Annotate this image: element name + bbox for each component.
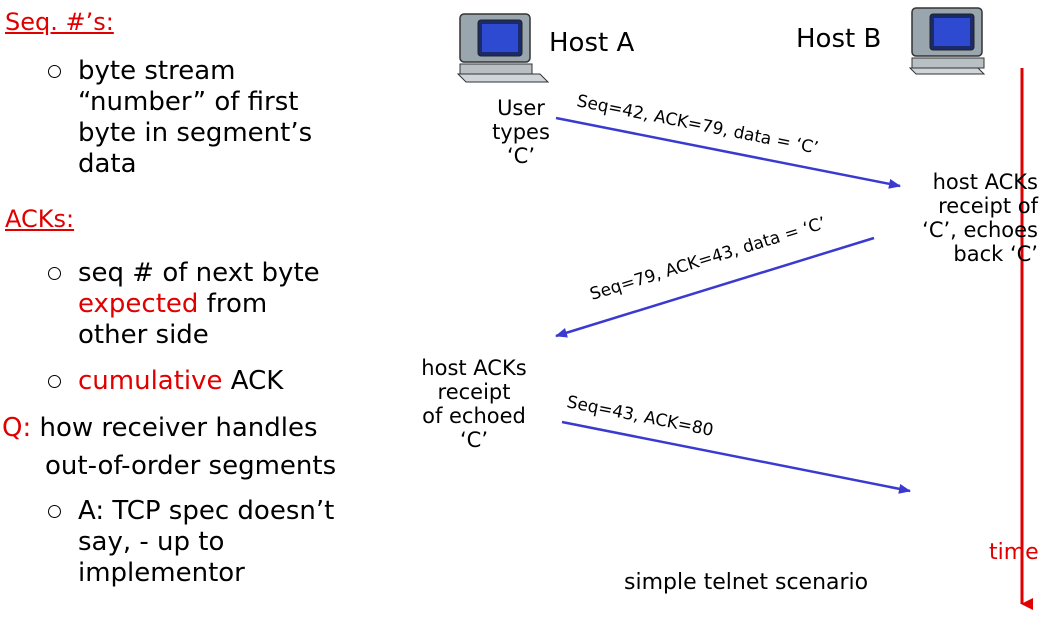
expected-word: expected (78, 289, 199, 319)
bullet-icon (48, 375, 61, 388)
note-line: ‘C’ (506, 144, 535, 168)
bullet-icon (48, 267, 61, 280)
time-label: time (989, 540, 1039, 565)
segment-arrow-2 (555, 236, 875, 338)
note-line: host ACKs (421, 356, 527, 380)
ack-bullet-next-byte: seq # of next byte expected from other s… (48, 258, 320, 351)
segment-arrow-1 (555, 116, 901, 189)
segment-arrow-3 (561, 420, 911, 494)
note-line: back ‘C’ (953, 242, 1038, 266)
host-b-ack-note: host ACKs receipt of ‘C’, echoes back ‘C… (890, 170, 1038, 266)
segment-label-1: Seq=42, ACK=79, data = ‘C’ (575, 91, 820, 158)
host-b-label: Host B (796, 24, 882, 54)
note-line: receipt (437, 380, 511, 404)
host-b-computer-icon (908, 7, 986, 75)
answer-line: implementor (78, 558, 245, 588)
acks-heading: ACKs: (5, 205, 75, 233)
seq-bullet-line: data (78, 149, 137, 179)
seq-bullet-line: “number” of first (78, 87, 299, 117)
note-line: host ACKs (932, 170, 1038, 194)
note-line: receipt of (938, 194, 1038, 218)
host-a-ack-note: host ACKs receipt of echoed ‘C’ (412, 356, 536, 452)
ack-word: ACK (222, 366, 284, 396)
note-line: ‘C’, echoes (922, 218, 1038, 242)
answer-line: say, - up to (78, 527, 225, 557)
segment-label-3: Seq=43, ACK=80 (565, 392, 715, 441)
answer-line: A: TCP spec doesn’t (78, 496, 335, 526)
answer-bullet: A: TCP spec doesn’t say, - up to impleme… (48, 496, 335, 589)
diagram-caption: simple telnet scenario (624, 570, 869, 595)
ack-bullet-line: seq # of next byte (78, 258, 320, 288)
question-line: how receiver handles (31, 413, 318, 443)
question: Q: how receiver handles (2, 413, 318, 444)
segment-label-2: Seq=79, ACK=43, data = ‘C’ (588, 213, 829, 304)
note-line: User (497, 96, 545, 120)
seq-heading: Seq. #’s: (5, 8, 114, 36)
seq-bullet-line: byte stream (78, 56, 236, 86)
question-line-2: out-of-order segments (45, 451, 337, 481)
note-line: types (492, 120, 550, 144)
bullet-icon (48, 65, 61, 78)
ack-bullet-line: from (198, 289, 268, 319)
note-line: of echoed (422, 404, 526, 428)
seq-bullet: byte stream “number” of first byte in se… (48, 56, 313, 180)
host-a-label: Host A (549, 28, 635, 58)
user-types-note: User types ‘C’ (486, 96, 556, 168)
host-a-computer-icon (456, 13, 550, 83)
bullet-icon (48, 505, 61, 518)
ack-bullet-line: other side (78, 320, 209, 350)
seq-bullet-line: byte in segment’s (78, 118, 313, 148)
ack-bullet-cumulative: cumulative ACK (48, 366, 284, 397)
cumulative-word: cumulative (78, 366, 223, 396)
note-line: ‘C’ (459, 428, 488, 452)
question-label: Q: (2, 413, 32, 443)
